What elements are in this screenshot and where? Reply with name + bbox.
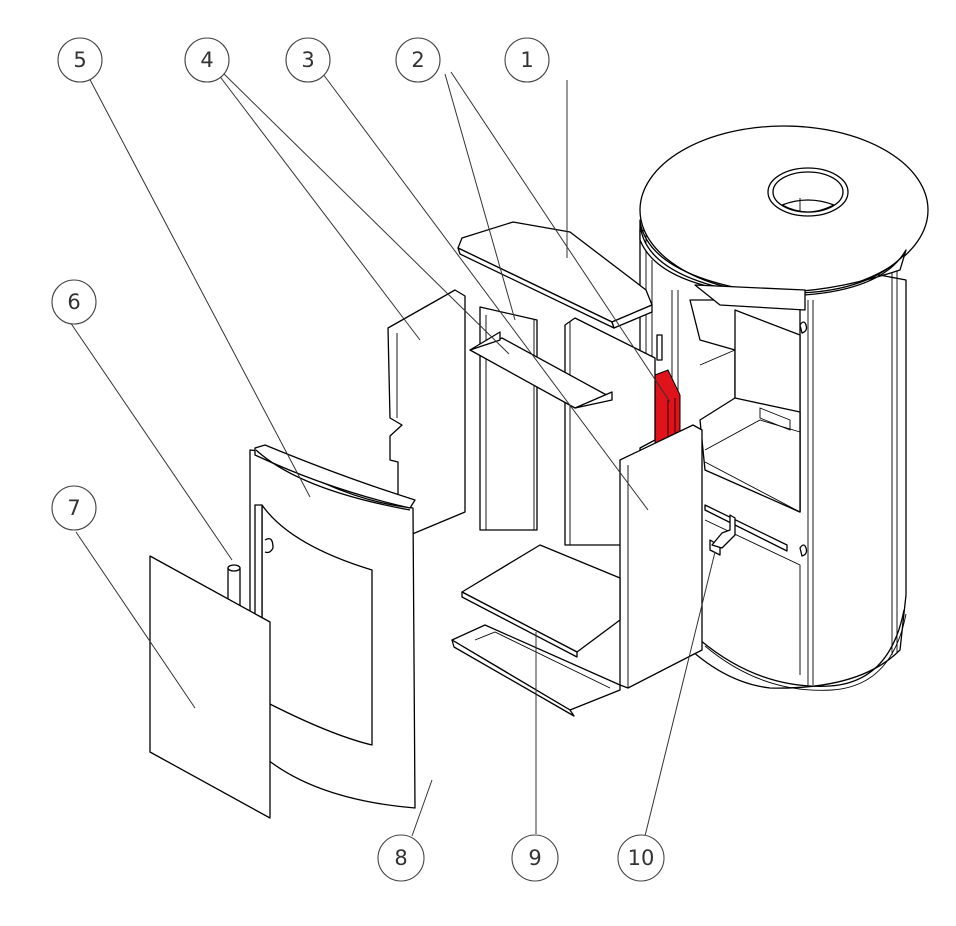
part-1-baffle xyxy=(457,221,653,329)
callout-6: 6 xyxy=(51,279,97,325)
part-5-door-frame xyxy=(249,444,416,809)
leader-lines xyxy=(69,71,716,837)
callout-label: 9 xyxy=(528,846,541,870)
callout-label: 3 xyxy=(301,48,314,72)
callout-label: 5 xyxy=(73,48,86,72)
callout-3: 3 xyxy=(285,37,331,83)
callout-2: 2 xyxy=(395,37,441,83)
callout-8: 8 xyxy=(377,834,425,882)
callout-7: 7 xyxy=(51,485,97,531)
callout-label: 2 xyxy=(411,48,424,72)
stove-body xyxy=(639,125,929,691)
callout-4: 4 xyxy=(184,37,230,83)
callout-label: 8 xyxy=(394,846,407,870)
part-9-grate xyxy=(461,544,621,658)
callout-10: 10 xyxy=(617,834,665,882)
callout-label: 1 xyxy=(520,48,533,72)
callout-label: 7 xyxy=(67,496,80,520)
door-catch-part xyxy=(709,514,736,556)
callout-1: 1 xyxy=(504,37,550,83)
callout-9: 9 xyxy=(511,834,559,882)
part-4-side-bricks xyxy=(387,289,613,541)
callout-5: 5 xyxy=(57,37,103,83)
callout-label: 6 xyxy=(67,290,80,314)
callout-label: 10 xyxy=(628,846,655,870)
part-7-glass xyxy=(149,555,271,819)
front-right-brick xyxy=(619,424,703,689)
callout-label: 4 xyxy=(200,48,213,72)
